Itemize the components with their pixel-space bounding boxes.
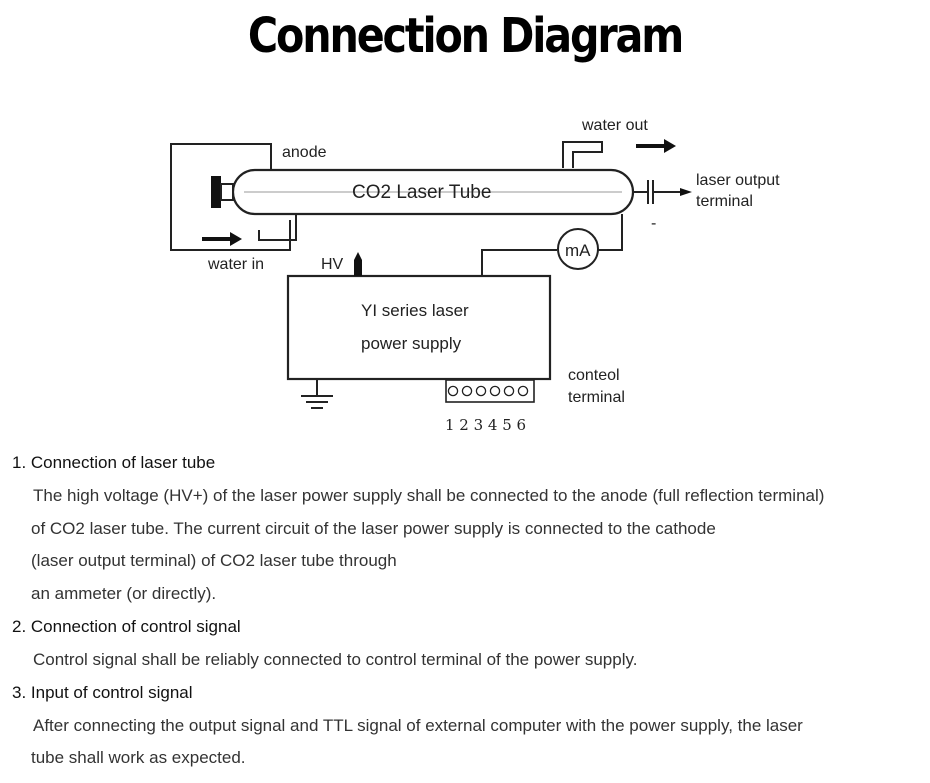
ammeter-wire <box>481 249 557 276</box>
water-in-pipe <box>258 214 297 241</box>
section-heading-laser-tube: 1. Connection of laser tube <box>12 453 216 472</box>
section-text: of CO2 laser tube. The current circuit o… <box>31 519 716 538</box>
water-in-arrow-icon <box>202 232 242 246</box>
hv-connector-icon <box>354 252 362 276</box>
section-text: (laser output terminal) of CO2 laser tub… <box>31 551 397 570</box>
tube-label: CO2 Laser Tube <box>352 182 491 203</box>
anode-label: anode <box>282 144 327 161</box>
control-terminal-block <box>445 379 535 403</box>
laser-output-arrow-icon <box>680 188 692 196</box>
power-supply-label-2: power supply <box>361 334 462 353</box>
power-supply-box <box>286 274 552 381</box>
control-terminal-label-2: terminal <box>568 389 625 406</box>
page-title: Connection Diagram <box>247 8 684 64</box>
hv-label: HV <box>321 256 344 273</box>
ammeter-label: mA <box>565 241 591 260</box>
section-text: After connecting the output signal and T… <box>33 716 803 735</box>
section-text: an ammeter (or directly). <box>31 584 217 603</box>
terminal-screws <box>447 385 529 397</box>
water-out-pipe <box>562 141 603 168</box>
water-in-label: water in <box>207 256 264 273</box>
left-mirror-mount-icon <box>211 176 234 208</box>
ammeter-icon <box>557 228 599 270</box>
control-terminal-label: conteol <box>568 367 620 384</box>
cathode-minus-label: - <box>651 215 656 232</box>
water-out-label: water out <box>581 117 648 134</box>
laser-output-label-2: terminal <box>696 193 753 210</box>
section-heading-input-signal: 3. Input of control signal <box>12 683 193 702</box>
terminal-numbers: 1 2 3 4 5 6 <box>445 416 526 434</box>
cathode-wire <box>598 214 623 251</box>
section-text: tube shall work as expected. <box>31 748 246 767</box>
connection-diagram: anode water out laser output terminal CO… <box>170 117 780 434</box>
section-text: The high voltage (HV+) of the laser powe… <box>33 486 825 505</box>
water-out-arrow-icon <box>636 139 676 153</box>
section-heading-control-signal: 2. Connection of control signal <box>12 617 241 636</box>
section-text: Control signal shall be reliably connect… <box>33 650 638 669</box>
laser-output-label: laser output <box>696 172 780 189</box>
anode-wire <box>170 143 291 251</box>
power-supply-label: YI series laser <box>361 301 469 320</box>
